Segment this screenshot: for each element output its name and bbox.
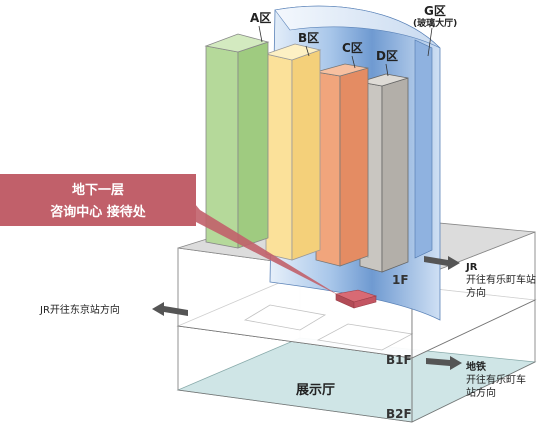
- b-zone-block: [264, 43, 322, 261]
- zone-c-leader: [351, 55, 356, 69]
- arrow-subway: [426, 356, 462, 370]
- floor-label-1f: 1F: [392, 273, 409, 287]
- d-zone-top: [359, 73, 409, 87]
- floor-label-b1f: B1F: [386, 353, 412, 367]
- arrow-jr-left: [152, 302, 188, 316]
- d-zone-side: [381, 77, 409, 273]
- a-zone-top: [204, 33, 270, 53]
- callout-title: 地下一层: [72, 182, 124, 198]
- jr-left-label: JR开往东京站方向: [39, 303, 120, 316]
- arrow-jr-right: [424, 256, 460, 270]
- zone-d-leader: [385, 63, 389, 77]
- zone-label-b: B区: [298, 31, 319, 45]
- c-zone-side: [339, 67, 369, 267]
- exhibit-hall-label: 展示厅: [296, 383, 335, 398]
- subway-line3: 站方向: [466, 386, 496, 399]
- a-zone-block: [204, 33, 270, 249]
- zone-label-g: G区: [424, 4, 446, 18]
- callout-banner: 地下一层 咨询中心 接待处: [0, 174, 340, 296]
- info-center-block: [334, 289, 378, 309]
- jr-right-line2: 开往有乐町车站: [466, 273, 536, 286]
- zone-label-d: D区: [376, 49, 398, 63]
- jr-right-line3: 方向: [466, 286, 486, 299]
- b-zone-front: [265, 53, 293, 261]
- g-zone-fin: [414, 39, 433, 259]
- floor-label-b2f: B2F: [386, 407, 412, 421]
- a-zone-side: [237, 41, 269, 249]
- c-zone-block: [315, 63, 369, 267]
- zone-b-leader: [305, 45, 310, 57]
- callout-subtitle: 咨询中心 接待处: [50, 204, 147, 220]
- zone-a-leader: [258, 25, 263, 43]
- g-zone-roof: [274, 5, 441, 49]
- zone-label-c: C区: [342, 41, 363, 55]
- jr-right-line1: JR: [465, 262, 478, 273]
- subway-line1: 地铁: [466, 360, 486, 373]
- zone-labels: A区 B区 C区 D区 G区 (玻璃大厅): [250, 4, 457, 77]
- b-zone-side: [291, 49, 321, 261]
- callout-box: [0, 174, 196, 226]
- zone-label-g-sub: (玻璃大厅): [413, 17, 457, 29]
- subway-line2: 开往有乐町车: [466, 373, 526, 386]
- zone-g-leader: [427, 27, 433, 57]
- zone-label-a: A区: [250, 11, 271, 25]
